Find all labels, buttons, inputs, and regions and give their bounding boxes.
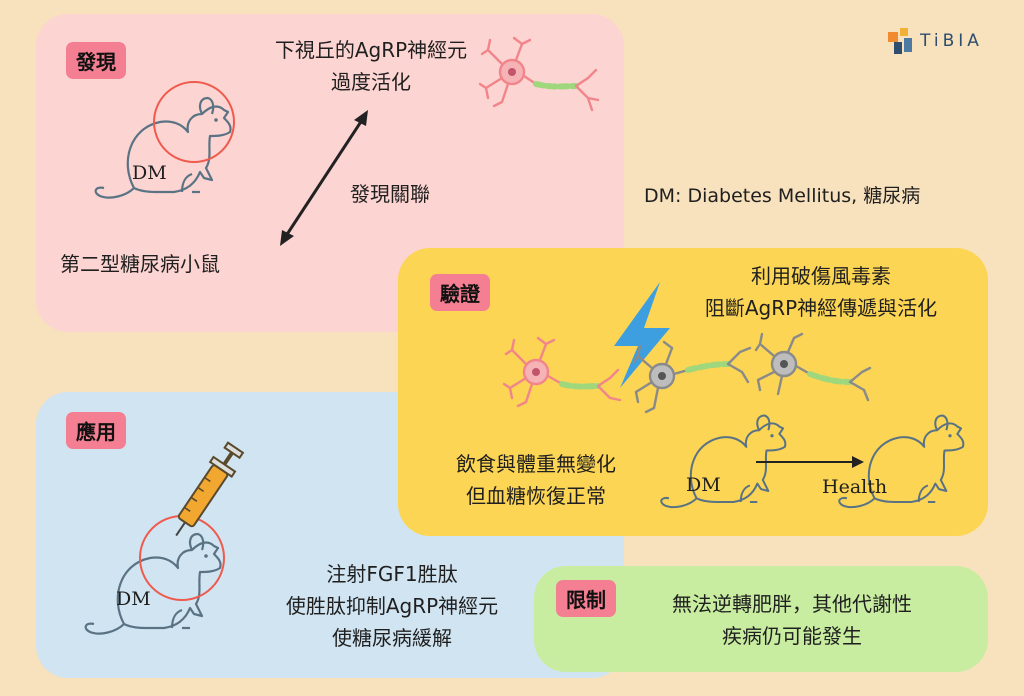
method-line: 利用破傷風毒素 [751, 264, 891, 288]
logo-text: TiBIA [920, 31, 983, 51]
footnote: DM: Diabetes Mellitus, 糖尿病 [644, 185, 921, 207]
active-neuron-icon [478, 36, 600, 112]
application-tag: 應用 [66, 412, 126, 449]
discovery-tag: 發現 [66, 42, 126, 79]
application-line: 使糖尿病緩解 [332, 626, 452, 650]
tibia-logo: TiBIA [888, 28, 983, 54]
inactive-neuron-icon [632, 340, 752, 414]
limitation-line: 無法逆轉肥胖，其他代謝性 [672, 592, 912, 616]
dm-mouse-label: DM [686, 474, 721, 496]
limitation-panel: 限制 無法逆轉肥胖，其他代謝性 疾病仍可能發生 [534, 566, 988, 672]
limitation-text: 無法逆轉肥胖，其他代謝性 疾病仍可能發生 [632, 588, 952, 652]
inactive-neuron-icon [754, 332, 872, 402]
mouse-icon [84, 532, 222, 635]
health-mouse-label: Health [822, 476, 888, 498]
application-line: 注射FGF1胜肽 [326, 562, 458, 586]
application-line: 使胜肽抑制AgRP神經元 [285, 594, 499, 618]
finding-line: 過度活化 [331, 70, 411, 94]
limitation-line: 疾病仍可能發生 [722, 624, 862, 648]
relation-arrow [280, 113, 368, 243]
verification-graphics [502, 282, 965, 509]
finding-text: 下視丘的AgRP神經元 過度活化 [246, 34, 496, 98]
application-graphics [84, 441, 245, 635]
relation-label: 發現關聯 [350, 182, 430, 206]
logo-mark-icon [888, 28, 912, 54]
mouse-label: DM [132, 162, 167, 184]
method-text: 利用破傷風毒素 阻斷AgRP神經傳遞與活化 [656, 260, 986, 324]
verification-panel: 驗證 利用破傷風毒素 阻斷AgRP神經傳遞與活化 [398, 248, 988, 536]
result-line: 飲食與體重無變化 [456, 452, 616, 476]
method-line: 阻斷AgRP神經傳遞與活化 [704, 296, 938, 320]
verification-tag: 驗證 [430, 274, 490, 311]
discovery-panel: 發現 DM 下視丘的AgRP神經元 過度活化 發現關聯 第二型糖尿病小鼠 [36, 14, 624, 332]
discovery-graphics [94, 36, 600, 246]
lightning-icon [614, 282, 670, 388]
mouse-label: DM [116, 588, 151, 610]
finding-line: 下視丘的AgRP神經元 [274, 38, 468, 62]
result-text: 飲食與體重無變化 但血糖恢復正常 [430, 448, 642, 512]
result-line: 但血糖恢復正常 [466, 484, 606, 508]
brain-highlight-circle [153, 81, 235, 163]
limitation-tag: 限制 [556, 580, 616, 617]
model-label: 第二型糖尿病小鼠 [60, 252, 220, 276]
application-text: 注射FGF1胜肽 使胜肽抑制AgRP神經元 使糖尿病緩解 [242, 558, 542, 654]
syringe-icon [175, 441, 245, 537]
active-neuron-icon [502, 336, 622, 408]
